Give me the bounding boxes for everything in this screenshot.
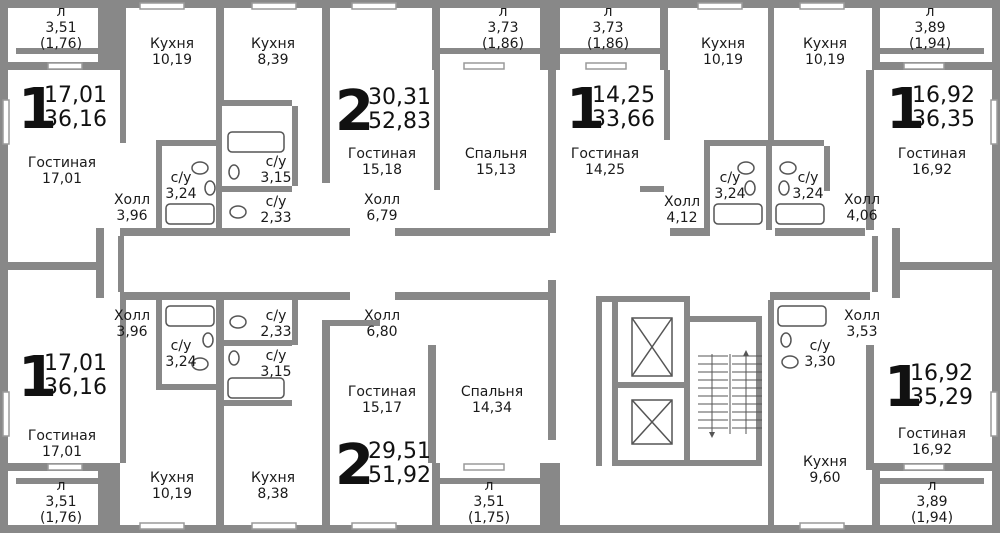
total-area: 36,35	[912, 107, 975, 132]
living-area: 17,01	[44, 351, 107, 376]
total-area: 35,29	[910, 385, 973, 410]
room-count: 2	[335, 433, 374, 498]
total-area: 51,92	[368, 463, 431, 488]
living-area: 29,51	[368, 439, 431, 464]
room-count: 1	[884, 355, 923, 420]
room-count: 1	[18, 345, 57, 410]
living-area: 14,25	[592, 83, 655, 108]
room-count: 2	[335, 79, 374, 144]
total-area: 36,16	[44, 375, 107, 400]
total-area: 52,83	[368, 109, 431, 134]
living-area: 16,92	[912, 83, 975, 108]
room-count: 1	[566, 77, 605, 142]
total-area: 33,66	[592, 107, 655, 132]
living-area: 30,31	[368, 85, 431, 110]
living-area: 16,92	[910, 361, 973, 386]
living-area: 17,01	[44, 83, 107, 108]
room-count: 1	[886, 77, 925, 142]
total-area: 36,16	[44, 107, 107, 132]
room-count: 1	[18, 77, 57, 142]
